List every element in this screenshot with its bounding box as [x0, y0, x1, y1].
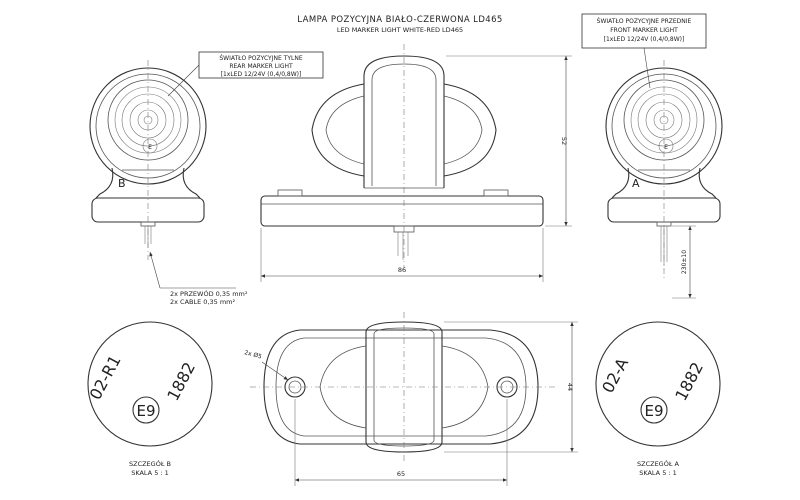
rear-view: E B	[89, 60, 207, 260]
detail-a-approval: E9	[644, 402, 663, 420]
title-line2: LED MARKER LIGHT WHITE-RED LD465	[337, 26, 463, 34]
dim-depth-top-value: 44	[566, 383, 574, 391]
detail-b-caption2: SKALA 5 : 1	[131, 469, 169, 477]
dim-width-side-value: 86	[398, 266, 406, 274]
view-a-label: A	[632, 177, 640, 190]
front-callout-line3: [1xLED 12/24V (0,4/0,8W)]	[604, 36, 685, 43]
detail-b-caption1: SZCZEGÓŁ B	[129, 459, 171, 468]
front-callout-line2: FRONT MARKER LIGHT	[610, 27, 678, 34]
detail-b-code: 02-R1	[86, 352, 125, 403]
dim-height: 52	[446, 55, 572, 227]
view-b-label: B	[118, 177, 126, 190]
rear-callout-line2: REAR MARKER LIGHT	[229, 63, 293, 70]
detail-a-number: 1882	[671, 359, 707, 404]
dim-cable-length-value: 230±10	[681, 250, 688, 274]
cable-note-line1: 2x PRZEWÓD 0,35 mm²	[170, 289, 248, 298]
detail-b-number: 1882	[163, 359, 199, 404]
dim-width-top: 65	[294, 399, 508, 486]
side-view	[260, 44, 544, 268]
front-callout: ŚWIATŁO POZYCYJNE PRZEDNIE FRONT MARKER …	[581, 13, 707, 89]
cable-note-line2: 2x CABLE 0,35 mm²	[170, 298, 235, 306]
dim-hole-value: 2x Ø5	[243, 349, 262, 360]
title-line1: LAMPA POZYCYJNA BIAŁO-CZERWONA LD465	[297, 15, 502, 25]
detail-a-code: 02-A	[598, 355, 632, 396]
svg-text:E: E	[148, 144, 152, 151]
detail-b-approval: E9	[136, 402, 155, 420]
dim-cable-length: 230±10	[672, 225, 696, 299]
svg-text:E: E	[664, 144, 668, 151]
detail-a-caption2: SKALA 5 : 1	[639, 469, 677, 477]
detail-b: 02-R1 E9 1882 SZCZEGÓŁ B SKALA 5 : 1	[86, 321, 213, 477]
top-view	[250, 312, 556, 462]
dim-width-side: 86	[260, 228, 544, 282]
detail-a-caption1: SZCZEGÓŁ A	[637, 459, 680, 468]
dim-height-value: 52	[560, 137, 568, 145]
dim-hole: 2x Ø5	[243, 349, 289, 381]
dim-depth-top: 44	[444, 321, 578, 453]
rear-callout-line3: [1xLED 12/24V (0,4/0,8W)]	[221, 71, 302, 78]
front-callout-line1: ŚWIATŁO POZYCYJNE PRZEDNIE	[597, 18, 692, 25]
cable-note: 2x PRZEWÓD 0,35 mm² 2x CABLE 0,35 mm²	[149, 251, 248, 306]
rear-callout: ŚWIATŁO POZYCYJNE TYLNE REAR MARKER LIGH…	[167, 51, 324, 97]
front-view: E A	[605, 60, 723, 280]
detail-a: 02-A E9 1882 SZCZEGÓŁ A SKALA 5 : 1	[595, 321, 721, 477]
rear-callout-line1: ŚWIATŁO POZYCYJNE TYLNE	[219, 55, 302, 62]
dim-width-top-value: 65	[397, 470, 405, 478]
